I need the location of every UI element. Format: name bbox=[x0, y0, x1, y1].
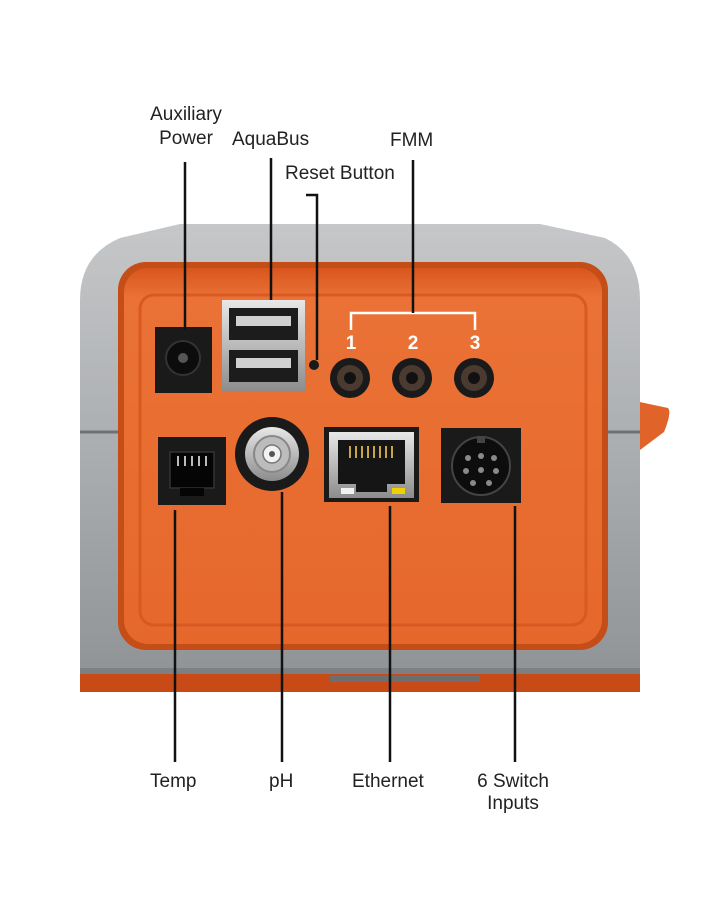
housing-label-strip bbox=[330, 676, 480, 682]
ethernet-port bbox=[324, 427, 419, 502]
ph-bnc-port bbox=[235, 417, 309, 491]
aquabus-ports bbox=[222, 300, 305, 392]
fmm-port-3 bbox=[454, 358, 494, 398]
switch-inputs-port bbox=[441, 428, 521, 503]
fmm-port-2 bbox=[392, 358, 432, 398]
auxiliary-power-label-line1: Auxiliary bbox=[150, 104, 222, 125]
auxiliary-power-label: Auxiliary Power bbox=[140, 104, 232, 150]
leader-lines bbox=[173, 158, 517, 762]
fmm-label: FMM bbox=[390, 130, 434, 151]
leader-reset-button bbox=[306, 193, 319, 360]
fmm-port-1 bbox=[330, 358, 370, 398]
auxiliary-power-label-line2: Power bbox=[159, 128, 213, 149]
fmm-port-2-number: 2 bbox=[408, 333, 419, 354]
reset-button[interactable] bbox=[309, 360, 319, 370]
fmm-port-3-number: 3 bbox=[470, 333, 481, 354]
ethernet-label: Ethernet bbox=[352, 771, 424, 792]
temp-port bbox=[158, 437, 226, 505]
switch-inputs-label: 6 Switch Inputs bbox=[467, 771, 559, 815]
switch-inputs-label-line2: Inputs bbox=[487, 793, 539, 814]
aquabus-label: AquaBus bbox=[232, 129, 310, 150]
temp-label: Temp bbox=[150, 771, 197, 792]
switch-inputs-label-line1: 6 Switch bbox=[477, 771, 549, 792]
fmm-port-1-number: 1 bbox=[346, 333, 357, 354]
auxiliary-power-port bbox=[155, 327, 212, 393]
reset-button-label: Reset Button bbox=[285, 163, 395, 184]
ph-label: pH bbox=[269, 771, 294, 792]
